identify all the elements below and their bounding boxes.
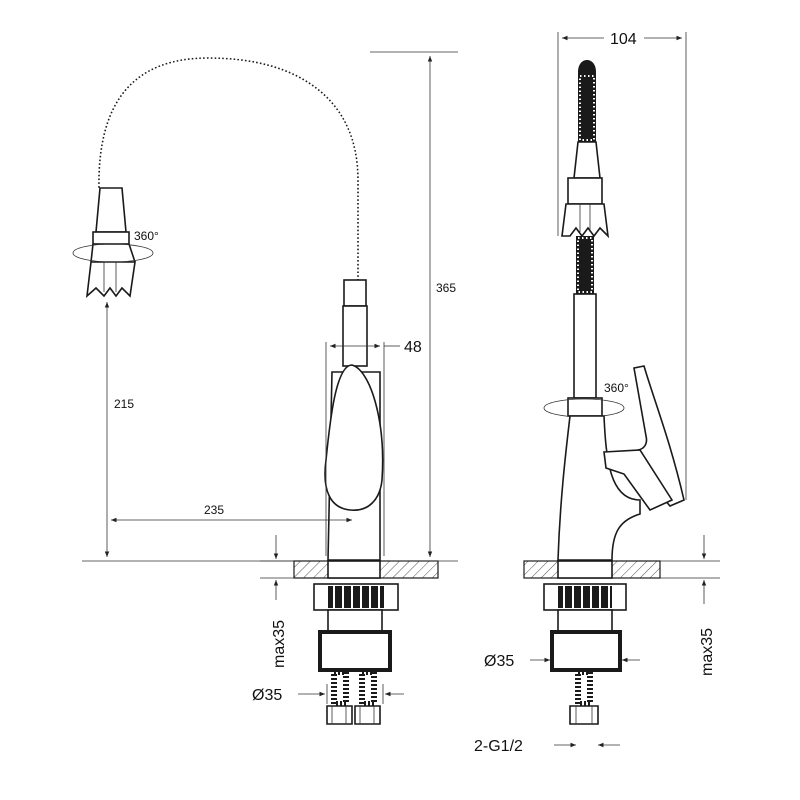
svg-text:Ø35: Ø35 (252, 687, 282, 704)
svg-text:Ø35: Ø35 (484, 653, 514, 670)
svg-text:2-G1/2: 2-G1/2 (474, 738, 523, 755)
flexible-hose-side (573, 60, 601, 179)
svg-text:max35: max35 (271, 620, 288, 668)
rotation-ellipse-front (72, 243, 154, 263)
dimension-height-total: 365 (370, 51, 458, 562)
flexible-hose-front (88, 47, 368, 282)
svg-text:365: 365 (436, 281, 456, 295)
lever-handle-front (324, 364, 384, 511)
svg-text:104: 104 (610, 31, 637, 48)
svg-text:48: 48 (404, 339, 422, 356)
dimension-body-width: 48 (325, 339, 422, 556)
lower-nut-front (319, 631, 391, 671)
faucet-body-side (557, 415, 641, 561)
dimension-max-thickness-side: max35 (660, 535, 720, 676)
dimension-max-thickness-front: max35 (260, 535, 294, 668)
svg-text:215: 215 (114, 397, 134, 411)
spout-head-side (567, 177, 603, 205)
mounting-nut-side (543, 583, 627, 611)
spout-head-front (85, 187, 136, 298)
body-through-counter-front (327, 560, 381, 579)
lower-nut-side (550, 630, 622, 672)
dimension-depth: 104 (557, 31, 687, 500)
dimension-diameter-front: Ø35 (252, 684, 404, 704)
shank-front (327, 609, 383, 633)
supply-hose-side (569, 669, 599, 725)
swivel-ring-side (567, 397, 603, 417)
hose-collar-front (343, 279, 367, 307)
supply-hoses-front (326, 669, 381, 725)
front-view: 360° (72, 47, 458, 725)
nozzle-side (561, 203, 610, 239)
dimension-thread: 2-G1/2 (474, 738, 620, 755)
side-view: 360° (474, 31, 720, 755)
hose-lower-side (576, 236, 594, 294)
rotation-label-front: 360° (134, 229, 159, 243)
dimension-diameter-side: Ø35 (484, 653, 640, 670)
mounting-nut-front (313, 583, 399, 611)
body-through-counter-side (557, 560, 613, 579)
rotation-label-side: 360° (604, 381, 629, 395)
neck-pipe-front (342, 305, 368, 367)
shank-side (557, 609, 613, 633)
svg-text:max35: max35 (699, 628, 716, 676)
dimension-spout-height: 215 (82, 302, 294, 562)
svg-text:235: 235 (204, 503, 224, 517)
dimension-spout-reach: 235 (111, 503, 352, 523)
neck-pipe-side (573, 293, 597, 399)
